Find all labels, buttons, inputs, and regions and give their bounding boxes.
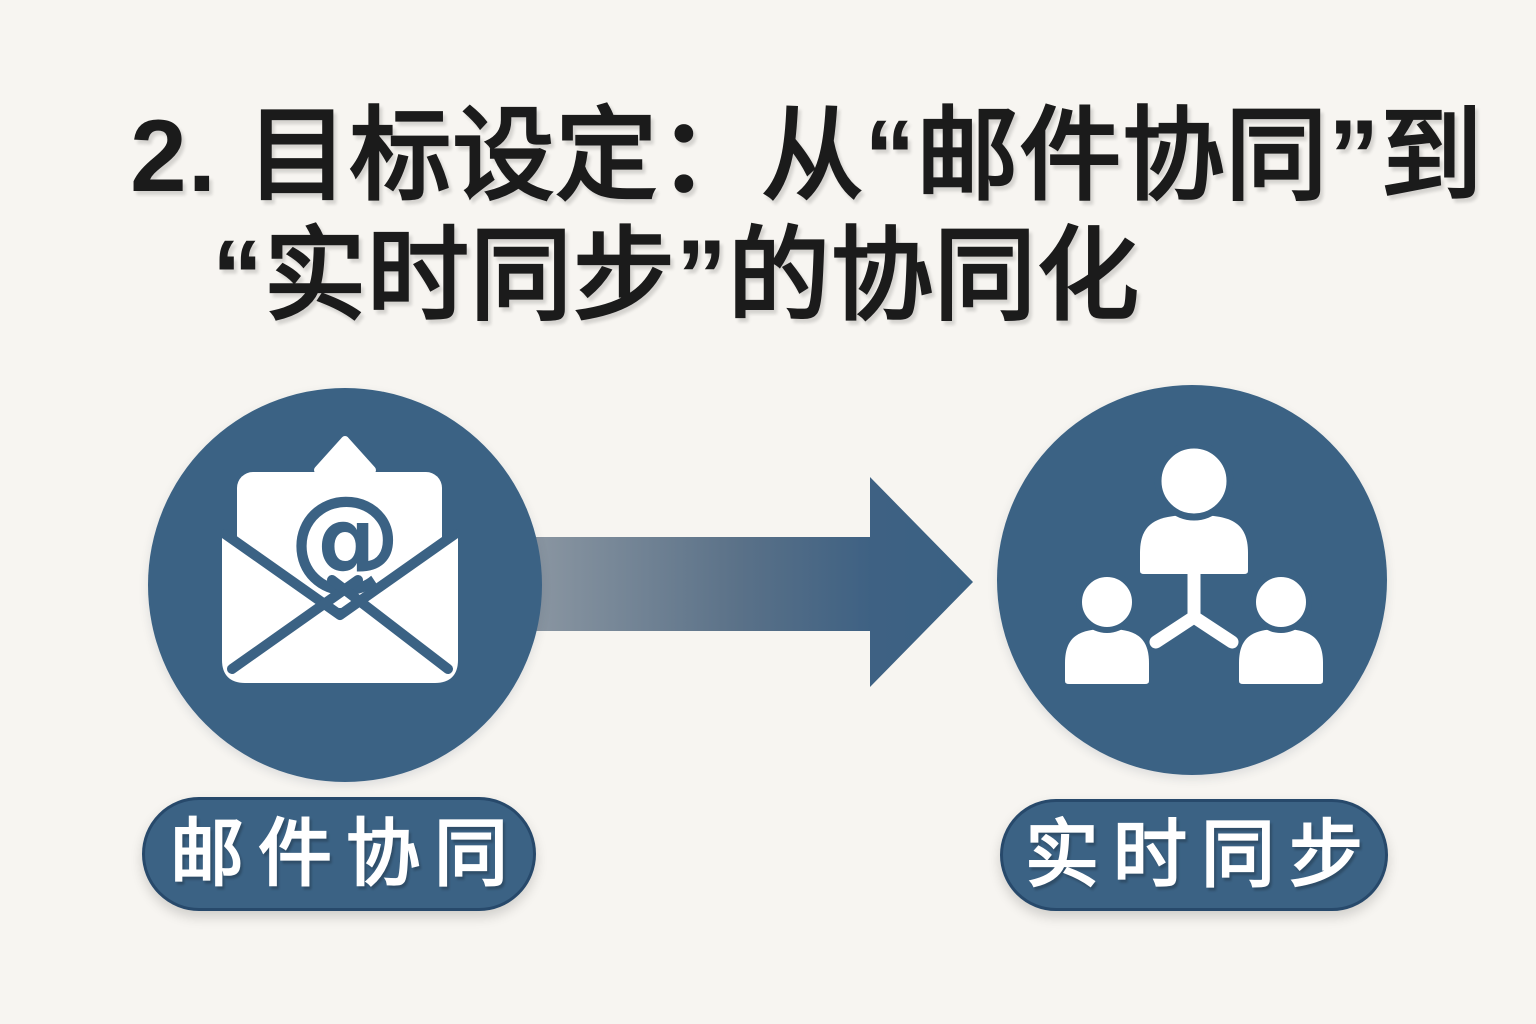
title-line-2: “实时同步”的协同化 <box>212 219 1140 334</box>
arrow-right-icon <box>505 477 973 687</box>
title-line-1: 2. 目标设定：从“邮件协同”到 <box>130 99 1484 213</box>
email-node-label-text: 邮件协同 <box>170 812 522 895</box>
email-node-label: 邮件协同 <box>142 797 536 911</box>
team-network-icon <box>1065 441 1323 684</box>
email-node-circle: @ <box>148 388 542 782</box>
team-node-label: 实时同步 <box>1000 799 1388 911</box>
team-node-label-text: 实时同步 <box>1025 813 1377 896</box>
page-title: 2. 目标设定：从“邮件协同”到 “实时同步”的协同化 <box>130 96 1483 337</box>
team-node-circle <box>997 385 1387 775</box>
email-envelope-at-icon: @ <box>220 436 460 683</box>
